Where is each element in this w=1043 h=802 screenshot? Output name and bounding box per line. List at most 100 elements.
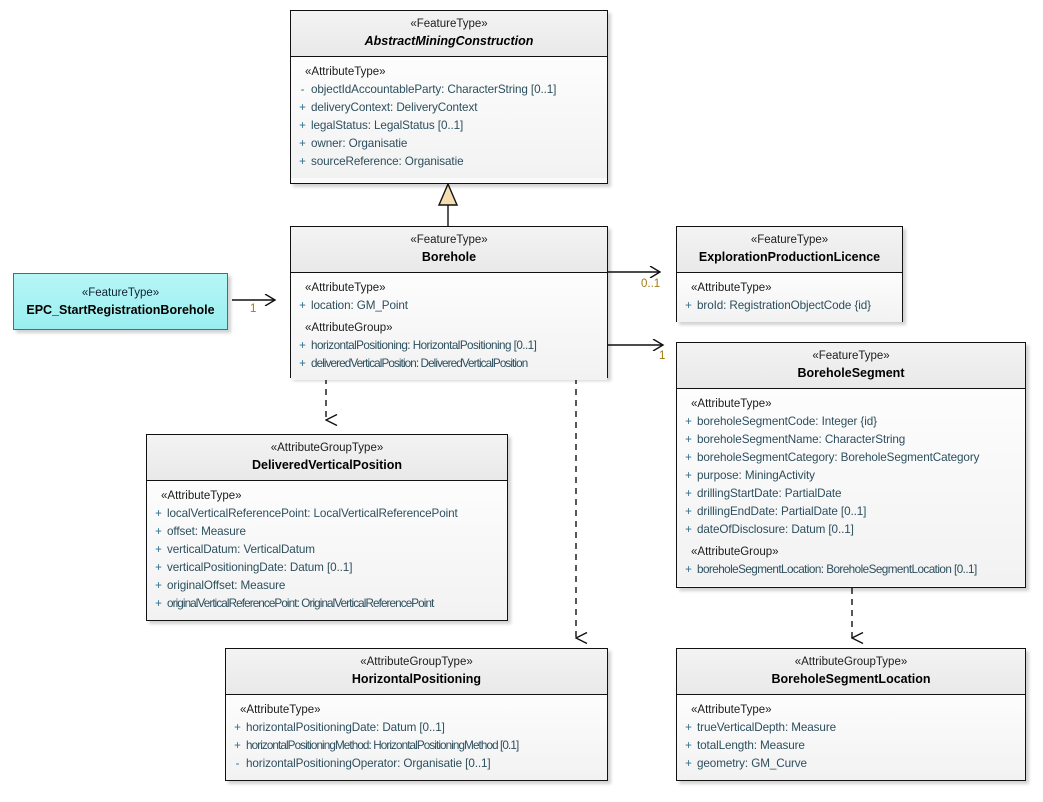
attribute-row[interactable]: - objectIdAccountableParty: CharacterStr… xyxy=(294,81,604,99)
multiplicity-borehole-to-segment: 1 xyxy=(659,350,666,362)
class-stereotype: «FeatureType» xyxy=(410,234,488,246)
attribute-visibility: + xyxy=(685,300,692,312)
class-body-boreholesegmentlocation: «AttributeType» + trueVerticalDepth: Mea… xyxy=(677,695,1025,780)
attribute-group-label: «AttributeType» xyxy=(240,704,321,716)
attribute-visibility: + xyxy=(155,508,162,520)
attribute-group-label: «AttributeGroup» xyxy=(691,546,779,558)
multiplicity-epc-to-borehole: 1 xyxy=(250,303,257,315)
attribute-row[interactable]: + boreholeSegmentCategory: BoreholeSegme… xyxy=(680,449,1022,467)
attribute-row[interactable]: + boreholeSegmentLocation: BoreholeSegme… xyxy=(680,561,1022,579)
attribute-text: horizontalPositioningMethod: HorizontalP… xyxy=(246,739,519,752)
class-body-deliveredverticalposition: «AttributeType» + localVerticalReference… xyxy=(147,481,507,620)
attribute-row[interactable]: + localVerticalReferencePoint: LocalVert… xyxy=(150,505,504,523)
attribute-group-label: «AttributeType» xyxy=(691,282,772,294)
attribute-row[interactable]: + purpose: MiningActivity xyxy=(680,467,1022,485)
attribute-text: horizontalPositioningOperator: Organisat… xyxy=(246,757,491,770)
attribute-text: dateOfDisclosure: Datum [0..1] xyxy=(697,523,854,536)
attribute-text: owner: Organisatie xyxy=(311,137,408,150)
attribute-visibility: + xyxy=(299,102,306,114)
class-name: EPC_StartRegistrationBorehole xyxy=(26,302,215,317)
attribute-text: boreholeSegmentCode: Integer {id} xyxy=(697,415,877,428)
attribute-row[interactable]: + boreholeSegmentCode: Integer {id} xyxy=(680,413,1022,431)
class-stereotype: «FeatureType» xyxy=(812,350,890,362)
attribute-text: horizontalPositioningDate: Datum [0..1] xyxy=(246,721,445,734)
class-name: AbstractMiningConstruction xyxy=(364,34,534,48)
attribute-visibility: + xyxy=(299,156,306,168)
class-stereotype: «FeatureType» xyxy=(410,18,488,30)
attribute-text: originalOffset: Measure xyxy=(167,579,286,592)
attribute-row[interactable]: + horizontalPositioning: HorizontalPosit… xyxy=(294,337,604,355)
attribute-visibility: + xyxy=(685,488,692,500)
attribute-row[interactable]: + geometry: GM_Curve xyxy=(680,755,1022,773)
attribute-row[interactable]: + offset: Measure xyxy=(150,523,504,541)
attribute-row[interactable]: + originalVerticalReferencePoint: Origin… xyxy=(150,595,504,613)
attribute-visibility: + xyxy=(155,562,162,574)
class-abstractminingconstruction[interactable]: «FeatureType» AbstractMiningConstruction… xyxy=(290,10,608,184)
class-boreholesegment[interactable]: «FeatureType» BoreholeSegment «Attribute… xyxy=(676,342,1026,588)
attribute-row[interactable]: + horizontalPositioningDate: Datum [0..1… xyxy=(229,719,604,737)
attribute-text: sourceReference: Organisatie xyxy=(311,155,464,168)
attribute-text: objectIdAccountableParty: CharacterStrin… xyxy=(311,83,557,96)
attribute-visibility: + xyxy=(155,526,162,538)
attribute-visibility: + xyxy=(299,358,306,370)
class-name: BoreholeSegmentLocation xyxy=(771,672,931,686)
class-name: ExplorationProductionLicence xyxy=(698,250,881,264)
attribute-text: deliveryContext: DeliveryContext xyxy=(311,101,478,114)
class-stereotype: «FeatureType» xyxy=(81,286,160,299)
attribute-text: verticalDatum: VerticalDatum xyxy=(167,543,315,556)
attribute-visibility: + xyxy=(155,544,162,556)
attribute-row[interactable]: + horizontalPositioningMethod: Horizonta… xyxy=(229,737,604,755)
attribute-row[interactable]: + verticalDatum: VerticalDatum xyxy=(150,541,504,559)
class-header-explorationproductionlicence: «FeatureType» ExplorationProductionLicen… xyxy=(677,227,902,273)
attribute-row[interactable]: + originalOffset: Measure xyxy=(150,577,504,595)
attribute-group-label: «AttributeGroup» xyxy=(305,322,393,334)
attribute-row[interactable]: + verticalPositioningDate: Datum [0..1] xyxy=(150,559,504,577)
attribute-visibility: + xyxy=(685,524,692,536)
class-boreholesegmentlocation[interactable]: «AttributeGroupType» BoreholeSegmentLoca… xyxy=(676,648,1026,781)
attribute-row[interactable]: + drillingStartDate: PartialDate xyxy=(680,485,1022,503)
attribute-row[interactable]: + dateOfDisclosure: Datum [0..1] xyxy=(680,521,1022,539)
attribute-row[interactable]: + totalLength: Measure xyxy=(680,737,1022,755)
attribute-group-label: «AttributeType» xyxy=(161,490,242,502)
attribute-row[interactable]: + deliveryContext: DeliveryContext xyxy=(294,99,604,117)
class-horizontalpositioning[interactable]: «AttributeGroupType» HorizontalPositioni… xyxy=(225,648,608,781)
attribute-row[interactable]: - horizontalPositioningOperator: Organis… xyxy=(229,755,604,773)
class-header-horizontalpositioning: «AttributeGroupType» HorizontalPositioni… xyxy=(226,649,607,695)
class-body-boreholesegment: «AttributeType» + boreholeSegmentCode: I… xyxy=(677,389,1025,586)
class-body-abstractminingconstruction: «AttributeType» - objectIdAccountablePar… xyxy=(291,57,607,178)
class-borehole[interactable]: «FeatureType» Borehole «AttributeType» +… xyxy=(290,226,608,380)
attribute-text: horizontalPositioning: HorizontalPositio… xyxy=(311,339,537,352)
attribute-text: boreholeSegmentLocation: BoreholeSegment… xyxy=(697,563,977,576)
attribute-group-label: «AttributeType» xyxy=(305,282,386,294)
class-body-explorationproductionlicence: «AttributeType» + broId: RegistrationObj… xyxy=(677,273,902,322)
class-header-deliveredverticalposition: «AttributeGroupType» DeliveredVerticalPo… xyxy=(147,435,507,481)
class-explorationproductionlicence[interactable]: «FeatureType» ExplorationProductionLicen… xyxy=(676,226,903,322)
attribute-row[interactable]: + owner: Organisatie xyxy=(294,135,604,153)
attribute-text: localVerticalReferencePoint: LocalVertic… xyxy=(167,507,458,520)
attribute-row[interactable]: + deliveredVerticalPosition: DeliveredVe… xyxy=(294,355,604,373)
attribute-visibility: + xyxy=(234,740,241,752)
class-header-boreholesegment: «FeatureType» BoreholeSegment xyxy=(677,343,1025,389)
attribute-row[interactable]: + sourceReference: Organisatie xyxy=(294,153,604,171)
attribute-row[interactable]: + boreholeSegmentName: CharacterString xyxy=(680,431,1022,449)
class-name: BoreholeSegment xyxy=(797,366,905,380)
class-header-boreholesegmentlocation: «AttributeGroupType» BoreholeSegmentLoca… xyxy=(677,649,1025,695)
class-epc-startregistrationborehole[interactable]: «FeatureType» EPC_StartRegistrationBoreh… xyxy=(13,273,228,330)
attribute-text: deliveredVerticalPosition: DeliveredVert… xyxy=(311,357,528,370)
attribute-visibility: + xyxy=(299,300,306,312)
attribute-row[interactable]: + broId: RegistrationObjectCode {id} xyxy=(680,297,899,315)
attribute-visibility: - xyxy=(235,758,240,770)
attribute-text: offset: Measure xyxy=(167,525,246,538)
attribute-row[interactable]: + location: GM_Point xyxy=(294,297,604,315)
attribute-visibility: + xyxy=(234,722,241,734)
class-header-borehole: «FeatureType» Borehole xyxy=(291,227,607,273)
attribute-row[interactable]: + legalStatus: LegalStatus [0..1] xyxy=(294,117,604,135)
class-name: DeliveredVerticalPosition xyxy=(251,458,403,472)
class-deliveredverticalposition[interactable]: «AttributeGroupType» DeliveredVerticalPo… xyxy=(146,434,508,621)
connector-borehole-generalizes-abstractminingconstruction xyxy=(437,182,459,226)
attribute-row[interactable]: + drillingEndDate: PartialDate [0..1] xyxy=(680,503,1022,521)
attribute-visibility: - xyxy=(300,84,305,96)
attribute-row[interactable]: + trueVerticalDepth: Measure xyxy=(680,719,1022,737)
attribute-visibility: + xyxy=(685,506,692,518)
attribute-visibility: + xyxy=(685,470,692,482)
